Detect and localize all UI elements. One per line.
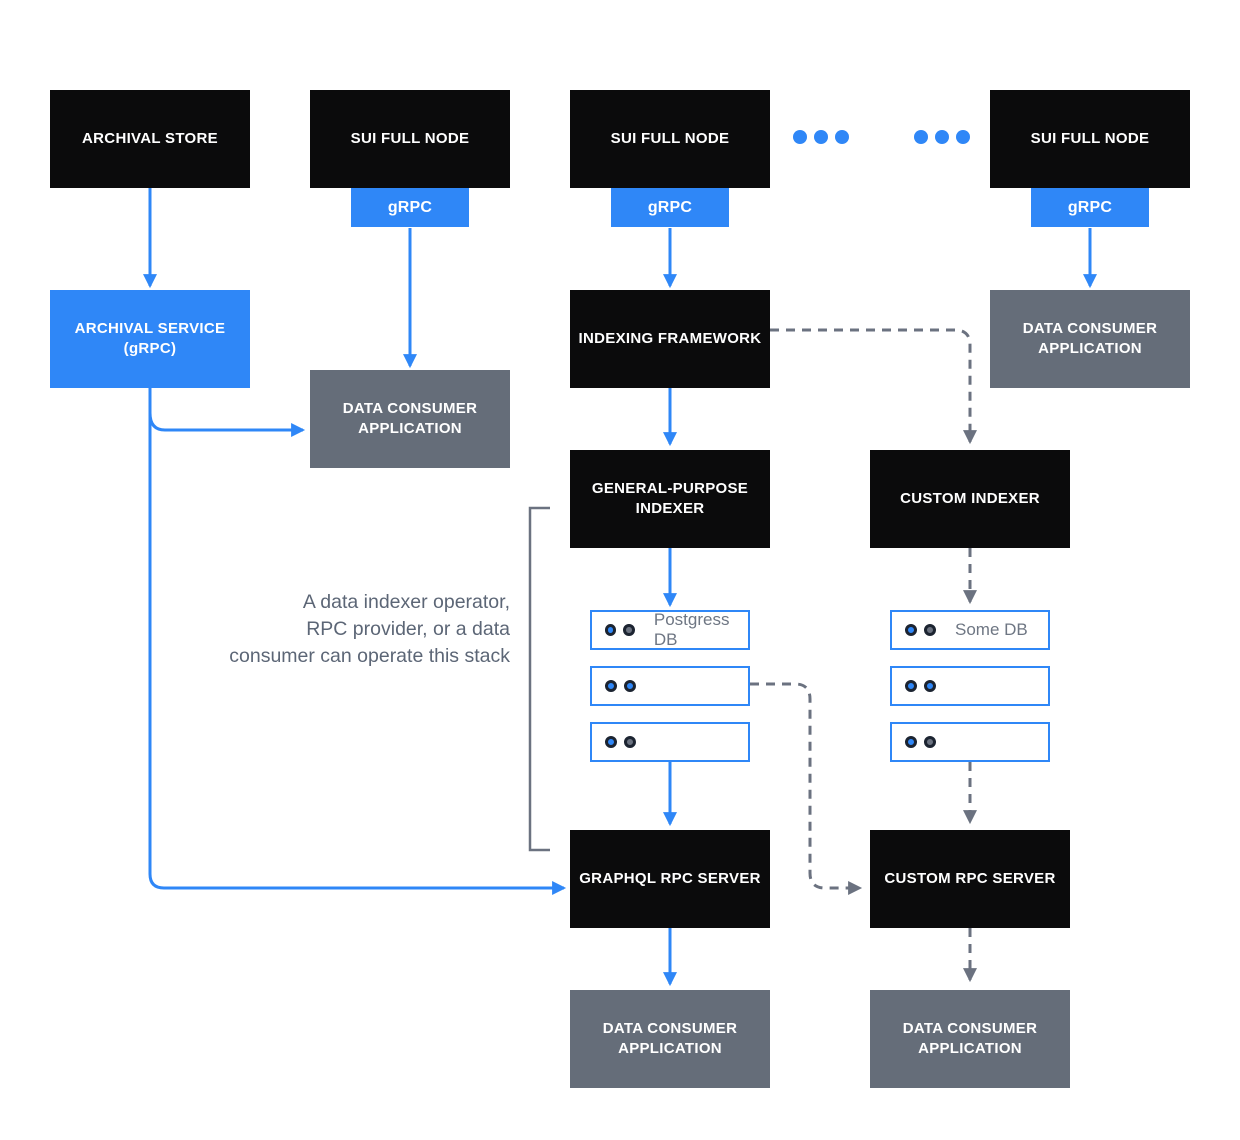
node-data-consumer-top-right: DATA CONSUMER APPLICATION	[990, 290, 1190, 388]
node-label: CUSTOM INDEXER	[900, 490, 1040, 507]
ellipsis-dots-left	[793, 130, 849, 144]
db-status-dot	[624, 680, 636, 692]
ellipsis-dots-right	[914, 130, 970, 144]
node-label: ARCHIVAL SERVICE (gRPC)	[74, 320, 226, 357]
db-status-dot	[905, 680, 917, 692]
node-data-consumer-bottom-right: DATA CONSUMER APPLICATION	[870, 990, 1070, 1088]
db-status-dot	[605, 680, 617, 692]
grpc-label: gRPC	[647, 198, 693, 216]
db-status-dot	[605, 736, 617, 748]
node-archival-service: ARCHIVAL SERVICE (gRPC)	[50, 290, 250, 388]
node-label: INDEXING FRAMEWORK	[578, 330, 762, 347]
stack-bracket	[528, 506, 550, 852]
grpc-badge-1: gRPC	[351, 188, 469, 227]
dashed-arrow-framework-to-custom-indexer	[770, 328, 977, 445]
grpc-label: gRPC	[387, 198, 433, 216]
node-label: GRAPHQL RPC SERVER	[579, 870, 761, 887]
node-label: DATA CONSUMER APPLICATION	[902, 1020, 1038, 1057]
arrow-archival-service-to-consumer	[148, 412, 306, 437]
db-label: Some DB	[955, 620, 1028, 639]
dot-icon	[956, 130, 970, 144]
node-label: SUI FULL NODE	[1030, 130, 1150, 147]
node-data-consumer-bottom-left: DATA CONSUMER APPLICATION	[570, 990, 770, 1088]
db-status-dot	[624, 736, 636, 748]
dot-icon	[814, 130, 828, 144]
node-label: SUI FULL NODE	[350, 130, 470, 147]
node-data-consumer-left: DATA CONSUMER APPLICATION	[310, 370, 510, 468]
grpc-label: gRPC	[1067, 198, 1113, 216]
node-custom-rpc-server: CUSTOM RPC SERVER	[870, 830, 1070, 928]
node-label: DATA CONSUMER APPLICATION	[1022, 320, 1158, 357]
node-sui-full-node-1: SUI FULL NODE	[310, 90, 510, 188]
dot-icon	[835, 130, 849, 144]
node-label: CUSTOM RPC SERVER	[884, 870, 1056, 887]
node-indexing-framework: INDEXING FRAMEWORK	[570, 290, 770, 388]
node-custom-indexer: CUSTOM INDEXER	[870, 450, 1070, 548]
db-status-dot	[924, 680, 936, 692]
dot-icon	[935, 130, 949, 144]
dot-icon	[793, 130, 807, 144]
node-label: SUI FULL NODE	[610, 130, 730, 147]
db-label: Postgress DB	[653, 610, 730, 649]
node-sui-full-node-3: SUI FULL NODE	[990, 90, 1190, 188]
db-row-right-2	[890, 666, 1050, 706]
grpc-badge-3: gRPC	[1031, 188, 1149, 227]
node-label: GENERAL-PURPOSE INDEXER	[591, 480, 749, 517]
db-row-right-3	[890, 722, 1050, 762]
db-row-some-db: Some DB	[890, 610, 1050, 650]
dot-icon	[914, 130, 928, 144]
node-sui-full-node-2: SUI FULL NODE	[570, 90, 770, 188]
node-label: DATA CONSUMER APPLICATION	[342, 400, 478, 437]
node-label: ARCHIVAL STORE	[82, 130, 218, 147]
db-status-dot	[605, 624, 617, 636]
db-status-dot	[924, 736, 936, 748]
node-general-purpose-indexer: GENERAL-PURPOSE INDEXER	[570, 450, 770, 548]
node-label: DATA CONSUMER APPLICATION	[602, 1020, 738, 1057]
db-row-left-3	[590, 722, 750, 762]
stack-annotation: A data indexer operator, RPC provider, o…	[229, 591, 510, 667]
db-status-dot	[623, 624, 635, 636]
db-status-dot	[905, 624, 917, 636]
node-graphql-rpc-server: GRAPHQL RPC SERVER	[570, 830, 770, 928]
db-status-dot	[924, 624, 936, 636]
db-status-dot	[905, 736, 917, 748]
db-row-left-2	[590, 666, 750, 706]
node-archival-store: ARCHIVAL STORE	[50, 90, 250, 188]
grpc-badge-2: gRPC	[611, 188, 729, 227]
db-row-postgress: Postgress DB	[590, 610, 750, 650]
